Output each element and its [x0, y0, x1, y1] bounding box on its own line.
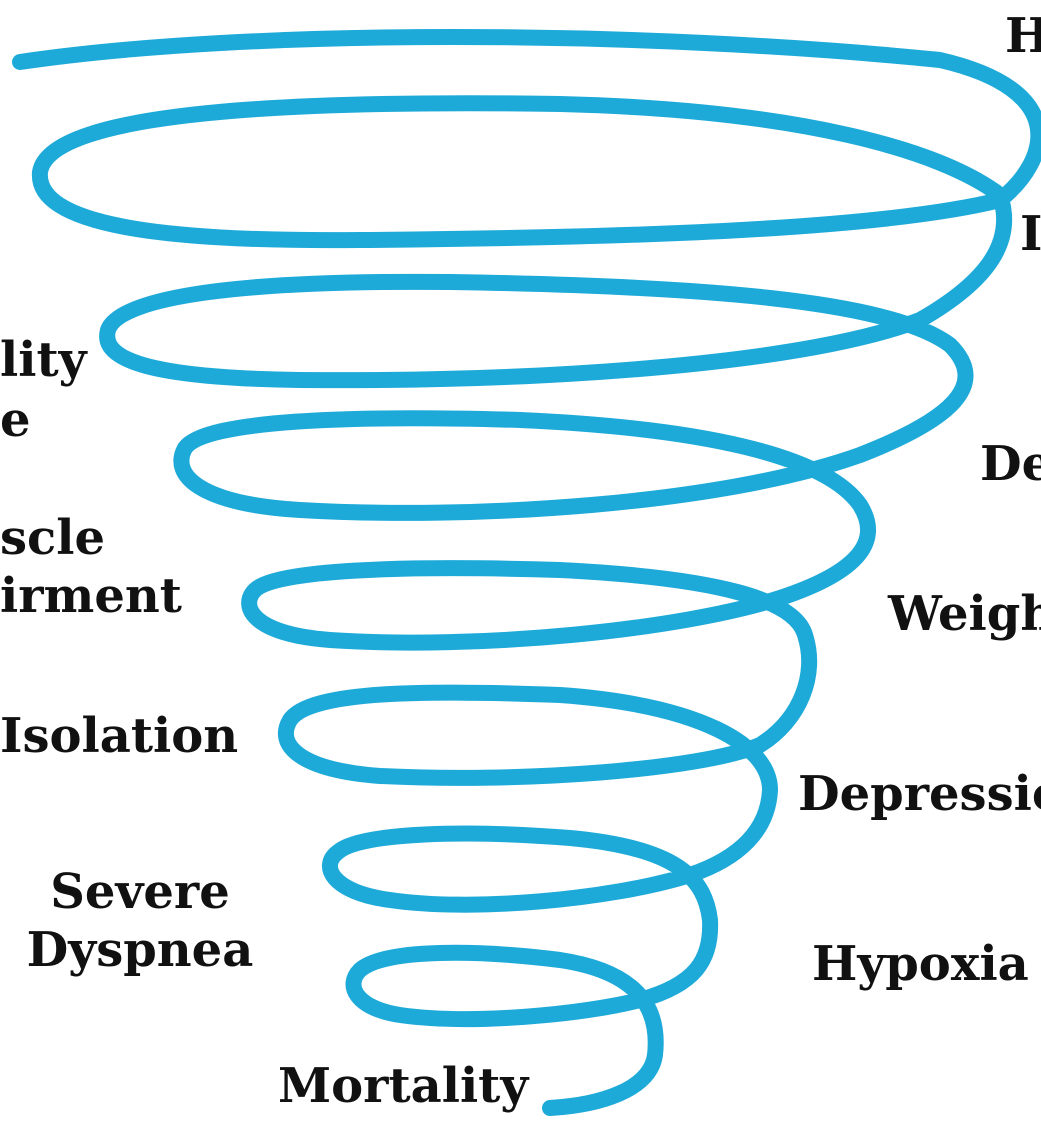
label-left-1-line1: lity	[0, 332, 87, 388]
label-left-4-line2: Dyspnea	[20, 922, 260, 978]
label-left-1-line2: e	[0, 392, 31, 448]
label-left-4-line1: Severe	[20, 864, 260, 920]
label-right-2: I	[1020, 206, 1041, 262]
label-left-2-line1: scle	[0, 510, 105, 566]
label-right-6: Hypoxia	[812, 936, 1029, 992]
label-bottom: Mortality	[278, 1058, 528, 1114]
label-left-2-line2: irment	[0, 568, 182, 624]
label-right-3: De	[980, 436, 1041, 492]
label-right-5: Depressio	[798, 766, 1041, 822]
label-left-3: Isolation	[0, 708, 238, 764]
label-right-1: H	[1005, 8, 1041, 64]
label-right-4: Weigh	[888, 586, 1041, 642]
